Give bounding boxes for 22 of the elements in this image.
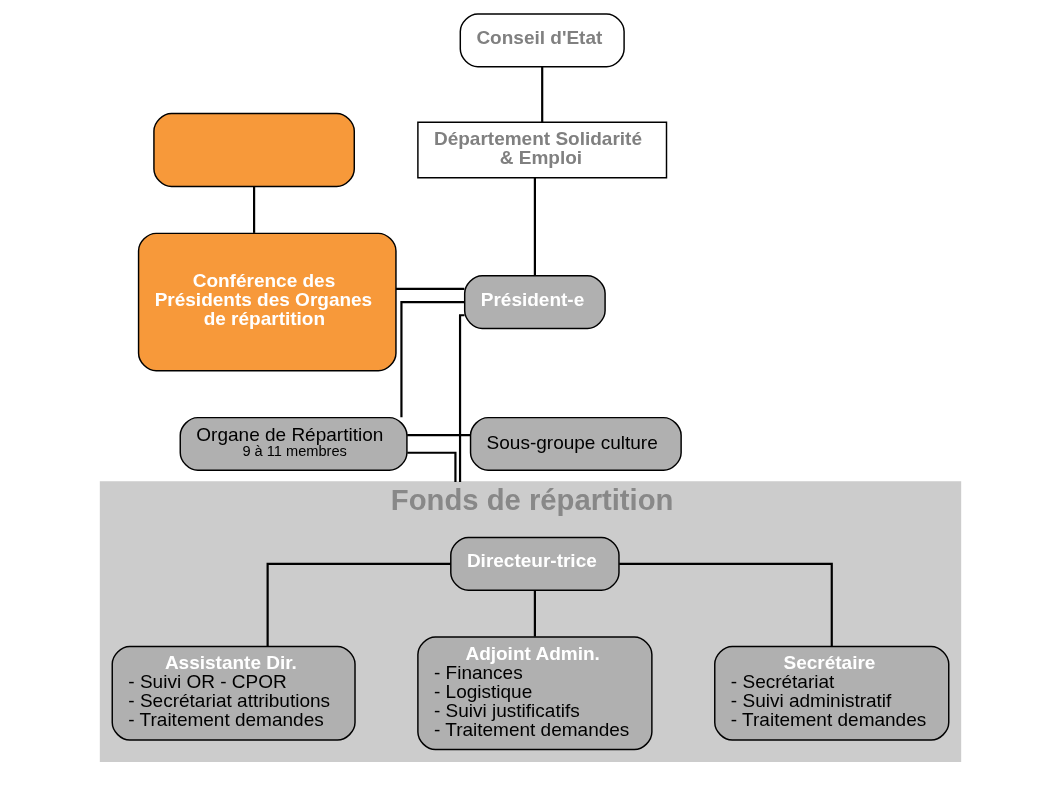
- node-box: Secrétaire - Secrétariat - Suivi administratif - Traitement demandes: [713, 645, 949, 741]
- connector: [533, 590, 536, 637]
- connector: [540, 66, 543, 123]
- connector: [266, 562, 451, 647]
- connector: [395, 287, 464, 291]
- node-box: Adjoint Admin. - Finances - Logistique - Suivi justificatifs - Traitement demandes: [416, 636, 653, 751]
- connector: [252, 186, 255, 233]
- node-box: Directeur-trice: [449, 536, 620, 591]
- node-box: Conseil d'Etat: [459, 13, 625, 68]
- node-box: Sous-groupe culture: [469, 416, 682, 471]
- node-box: Organe de Répartition 9 à 11 membres: [179, 416, 408, 471]
- node-box: Conférence des Présidents des Organes de répartition: [137, 232, 397, 372]
- connector: [399, 301, 465, 418]
- connector: [458, 314, 464, 482]
- connector: [406, 451, 457, 482]
- node-box: [152, 112, 355, 188]
- connector: [618, 562, 833, 647]
- connector: [533, 177, 536, 276]
- node-box: Assistante Dir. - Suivi OR - CPOR - Secrétariat attributions - Traitement demandes: [111, 645, 356, 741]
- node-box: Département Solidarité & Emploi: [416, 121, 667, 179]
- connector: [406, 434, 470, 437]
- node-box: Président-e: [463, 275, 606, 330]
